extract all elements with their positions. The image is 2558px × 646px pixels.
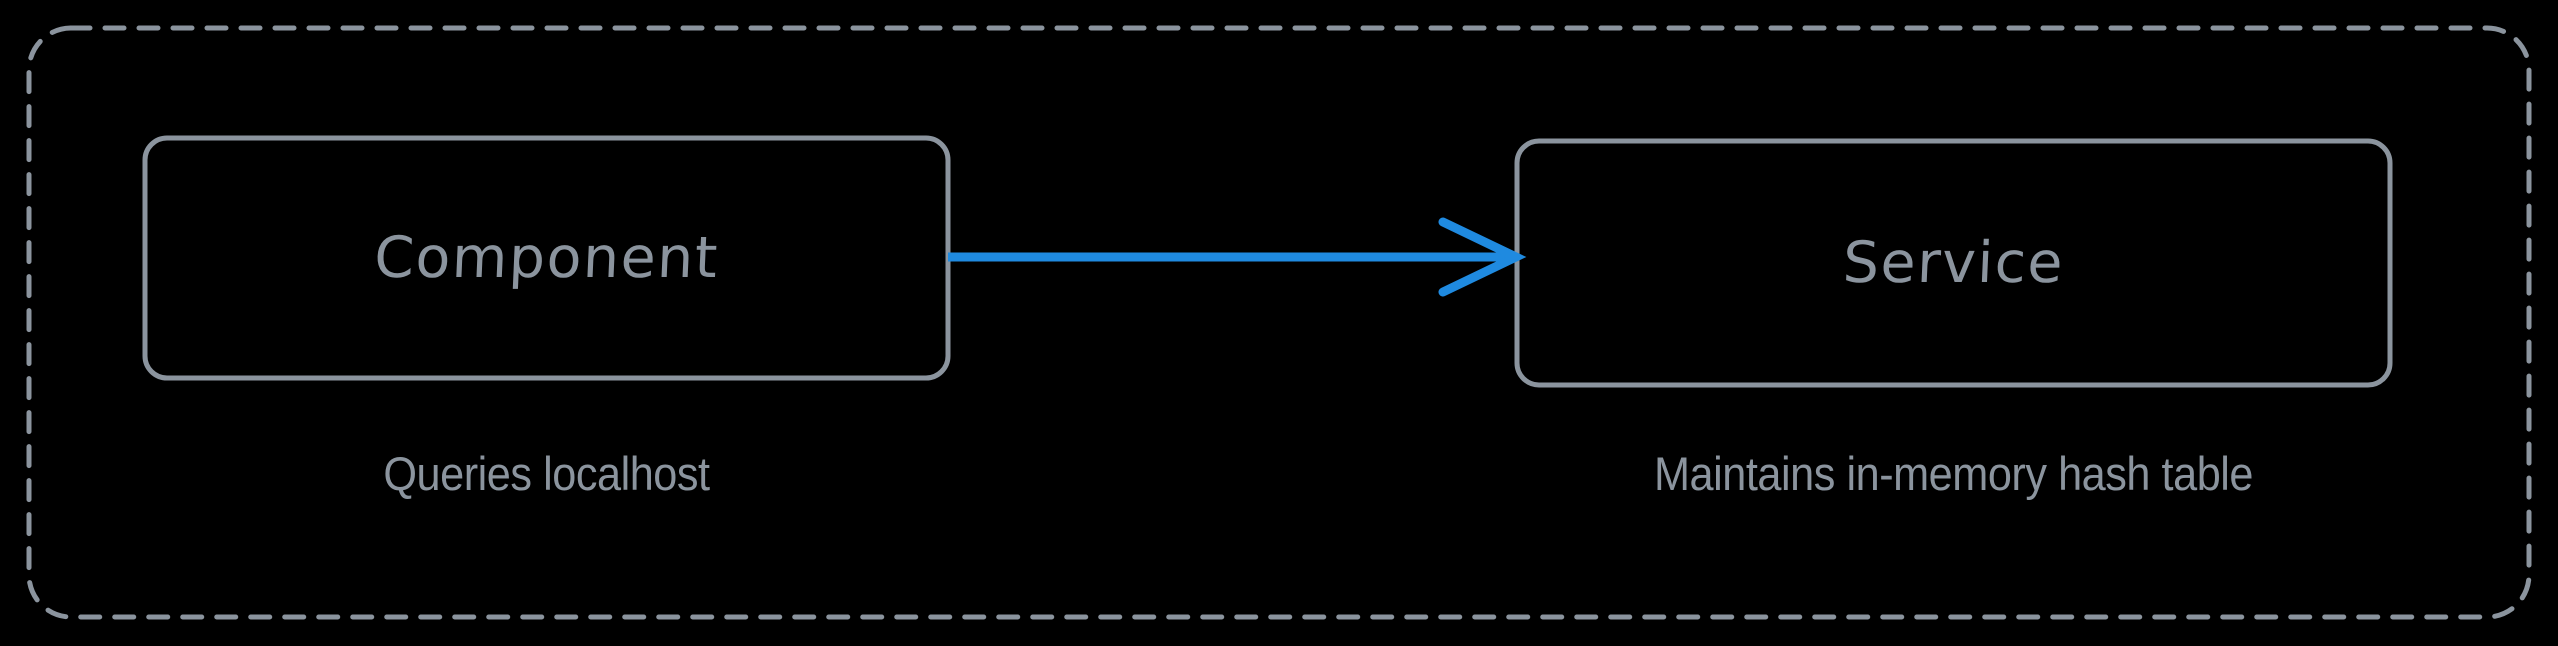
- node-service-label: Service: [1841, 230, 2066, 296]
- node-component-caption: Queries localhost: [383, 447, 710, 500]
- dashed-group-container[interactable]: [26, 25, 2532, 620]
- node-service-box[interactable]: [1514, 138, 2393, 388]
- edge-component-to-service[interactable]: [948, 217, 1527, 297]
- node-component-label: Component: [372, 225, 721, 291]
- arrowhead-open-icon: [1438, 217, 1527, 297]
- node-service-caption: Maintains in-memory hash table: [1653, 447, 2254, 500]
